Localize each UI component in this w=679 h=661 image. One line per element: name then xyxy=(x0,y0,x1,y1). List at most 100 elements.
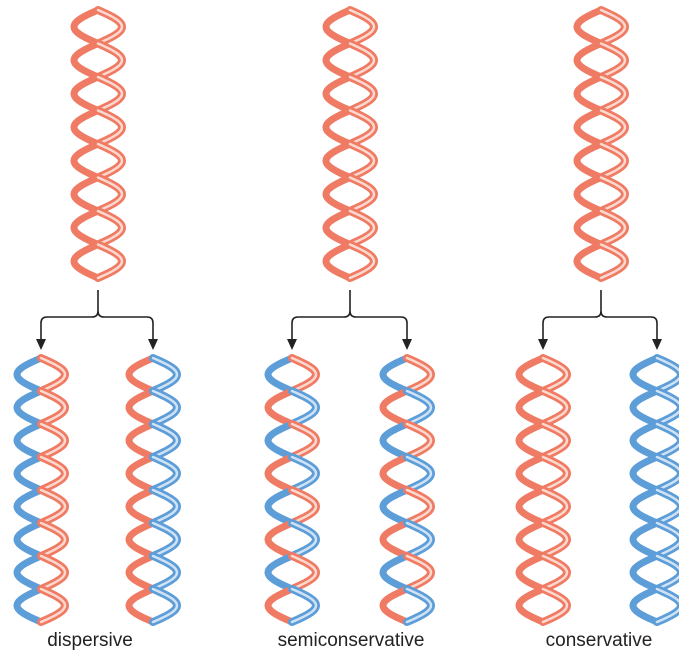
strand-highlight xyxy=(151,554,179,591)
semiconservative-label: semiconservative xyxy=(277,630,425,651)
parent-helix-conservative xyxy=(573,6,630,282)
parental-strand-segment xyxy=(125,453,157,494)
parental-strand-segment xyxy=(70,174,102,215)
strand-highlight xyxy=(655,521,679,558)
strand-highlight xyxy=(599,42,627,79)
strand-highlight xyxy=(290,554,318,591)
parental-strand-segment xyxy=(322,140,354,181)
strand-highlight xyxy=(541,389,569,426)
daughter-helix-semiconservative-1 xyxy=(264,354,321,626)
parental-strand-segment xyxy=(379,453,411,494)
strand-highlight xyxy=(39,554,67,591)
parental-strand-segment xyxy=(322,40,354,81)
strand-highlight xyxy=(290,422,318,459)
strand-highlight xyxy=(39,587,67,624)
new-strand-segment xyxy=(13,387,45,428)
strand-highlight xyxy=(541,554,569,591)
parental-strand-segment xyxy=(70,6,102,47)
split-arrow-conservative xyxy=(538,290,662,350)
parental-strand-segment xyxy=(125,387,157,428)
arrowhead-icon xyxy=(402,339,412,350)
strand-highlight xyxy=(405,488,433,525)
parental-strand-segment xyxy=(573,241,605,282)
strand-highlight xyxy=(96,176,124,213)
strand-highlight xyxy=(541,521,569,558)
strand-highlight xyxy=(348,142,376,179)
daughter-helix-conservative-1 xyxy=(515,354,572,626)
new-strand-segment xyxy=(264,552,296,593)
parental-strand-segment xyxy=(515,552,547,593)
strand-highlight xyxy=(348,176,376,213)
new-strand-segment xyxy=(13,420,45,461)
strand-highlight xyxy=(348,42,376,79)
new-strand-segment xyxy=(264,486,296,527)
parental-strand-segment xyxy=(515,453,547,494)
strand-highlight xyxy=(541,455,569,492)
new-strand-segment xyxy=(629,486,661,527)
strand-highlight xyxy=(599,176,627,213)
strand-highlight xyxy=(405,554,433,591)
arrowhead-icon xyxy=(36,339,46,350)
new-strand-segment xyxy=(13,486,45,527)
parental-strand-segment xyxy=(573,140,605,181)
parental-strand-segment xyxy=(125,486,157,527)
strand-highlight xyxy=(151,488,179,525)
arrowhead-icon xyxy=(652,339,662,350)
strand-highlight xyxy=(599,209,627,246)
strand-highlight xyxy=(541,488,569,525)
strand-highlight xyxy=(96,75,124,112)
strand-highlight xyxy=(541,422,569,459)
strand-highlight xyxy=(599,75,627,112)
strand-highlight xyxy=(405,587,433,624)
parental-strand-segment xyxy=(125,519,157,560)
strand-highlight xyxy=(405,455,433,492)
parental-strand-segment xyxy=(515,420,547,461)
parental-strand-segment xyxy=(515,519,547,560)
new-strand-segment xyxy=(629,453,661,494)
daughter-helix-dispersive-1 xyxy=(13,354,70,626)
strand-highlight xyxy=(655,455,679,492)
new-strand-segment xyxy=(379,420,411,461)
conservative-label: conservative xyxy=(545,630,653,651)
parental-strand-segment xyxy=(573,6,605,47)
strand-highlight xyxy=(39,488,67,525)
parental-strand-segment xyxy=(515,486,547,527)
strand-highlight xyxy=(290,587,318,624)
new-strand-segment xyxy=(264,354,296,395)
strand-highlight xyxy=(599,109,627,146)
strand-highlight xyxy=(348,109,376,146)
strand-highlight xyxy=(151,521,179,558)
strand-highlight xyxy=(39,521,67,558)
parental-strand-segment xyxy=(322,6,354,47)
new-strand-segment xyxy=(379,552,411,593)
strand-highlight xyxy=(348,209,376,246)
strand-highlight xyxy=(655,488,679,525)
strand-highlight xyxy=(151,389,179,426)
parental-strand-segment xyxy=(70,107,102,148)
arrowhead-icon xyxy=(148,339,158,350)
strand-highlight xyxy=(96,42,124,79)
parental-strand-segment xyxy=(322,73,354,114)
strand-highlight xyxy=(39,389,67,426)
parental-strand-segment xyxy=(573,73,605,114)
strand-highlight xyxy=(599,8,627,45)
strand-highlight xyxy=(96,109,124,146)
parental-strand-segment xyxy=(573,207,605,248)
strand-highlight xyxy=(599,243,627,280)
parental-strand-segment xyxy=(264,387,296,428)
daughter-helix-conservative-2 xyxy=(629,354,679,626)
strand-highlight xyxy=(541,356,569,393)
new-strand-segment xyxy=(13,453,45,494)
strand-highlight xyxy=(39,455,67,492)
parental-strand-segment xyxy=(515,354,547,395)
arrowhead-icon xyxy=(287,339,297,350)
strand-highlight xyxy=(599,142,627,179)
strand-highlight xyxy=(655,422,679,459)
strand-highlight xyxy=(348,243,376,280)
parental-strand-segment xyxy=(322,174,354,215)
strand-highlight xyxy=(655,389,679,426)
split-arrow-dispersive xyxy=(36,290,158,350)
strand-highlight xyxy=(96,8,124,45)
strand-highlight xyxy=(151,422,179,459)
